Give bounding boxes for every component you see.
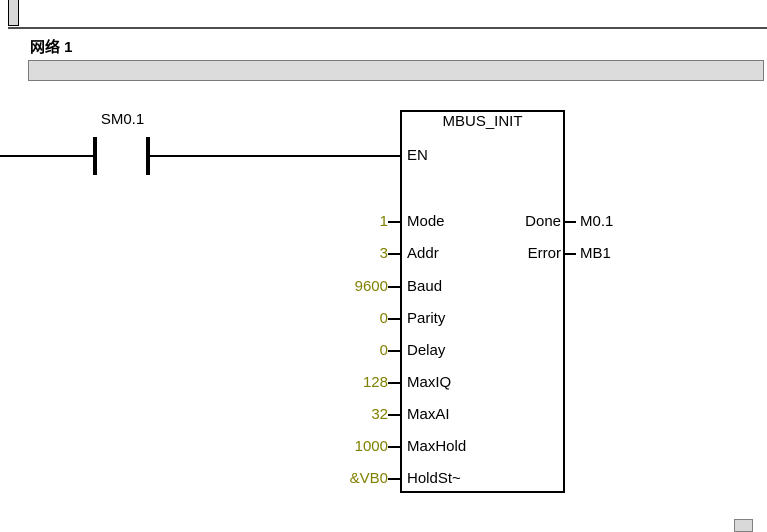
- rung-wire-mid: [150, 155, 400, 157]
- input-param-label: MaxHold: [407, 438, 467, 455]
- input-value[interactable]: &VB0: [349, 470, 388, 487]
- function-block-title[interactable]: MBUS_INIT: [442, 113, 523, 130]
- output-param-label: Done: [525, 213, 561, 230]
- output-row: Done M0.1: [0, 212, 767, 232]
- network-comment-box[interactable]: [28, 60, 764, 81]
- input-value[interactable]: 9600: [354, 278, 388, 295]
- output-param-label: Error: [527, 245, 561, 262]
- pin-tick: [565, 253, 576, 255]
- pin-tick: [388, 414, 400, 416]
- output-operand[interactable]: MB1: [580, 245, 611, 262]
- pin-tick: [388, 253, 400, 255]
- input-row: 9600 Baud: [0, 277, 767, 297]
- pin-tick: [388, 382, 400, 384]
- network-separator: [8, 27, 767, 29]
- output-row: Error MB1: [0, 244, 767, 264]
- pin-tick: [388, 221, 400, 223]
- input-value[interactable]: 3: [379, 245, 388, 262]
- input-param-label: HoldSt~: [407, 470, 461, 487]
- input-param-label: Addr: [407, 245, 439, 262]
- input-value[interactable]: 0: [379, 342, 388, 359]
- input-param-label: MaxAI: [407, 406, 450, 423]
- input-value[interactable]: 128: [362, 374, 388, 391]
- input-value[interactable]: 1: [379, 213, 388, 230]
- contact-bar-left[interactable]: [93, 137, 97, 175]
- input-param-label: MaxIQ: [407, 374, 452, 391]
- contact-operand[interactable]: SM0.1: [100, 111, 145, 128]
- pin-tick: [388, 478, 400, 480]
- input-row: 1000 MaxHold: [0, 437, 767, 457]
- pin-tick: [388, 286, 400, 288]
- rung-wire-left: [0, 155, 93, 157]
- en-pin-label: EN: [407, 147, 428, 164]
- contact-bar-right[interactable]: [146, 137, 150, 175]
- input-param-label: Delay: [407, 342, 446, 359]
- function-block[interactable]: [400, 110, 565, 493]
- input-row: &VB0 HoldSt~: [0, 469, 767, 489]
- input-value[interactable]: 1000: [354, 438, 388, 455]
- network-title: 网络 1: [30, 39, 73, 56]
- input-param-label: Mode: [407, 213, 445, 230]
- scrollbar-corner: [734, 519, 753, 532]
- input-row: 32 MaxAI: [0, 405, 767, 425]
- input-row: 1 Mode: [0, 212, 767, 232]
- splitter-handle[interactable]: [8, 0, 19, 26]
- input-row: 128 MaxIQ: [0, 373, 767, 393]
- output-operand[interactable]: M0.1: [580, 213, 614, 230]
- input-param-label: Parity: [407, 310, 446, 327]
- pin-tick: [388, 318, 400, 320]
- input-row: 0 Delay: [0, 341, 767, 361]
- input-value[interactable]: 32: [371, 406, 388, 423]
- pin-tick: [565, 221, 576, 223]
- input-value[interactable]: 0: [379, 310, 388, 327]
- input-row: 3 Addr: [0, 244, 767, 264]
- input-param-label: Baud: [407, 278, 443, 295]
- pin-tick: [388, 350, 400, 352]
- pin-tick: [388, 446, 400, 448]
- input-row: 0 Parity: [0, 309, 767, 329]
